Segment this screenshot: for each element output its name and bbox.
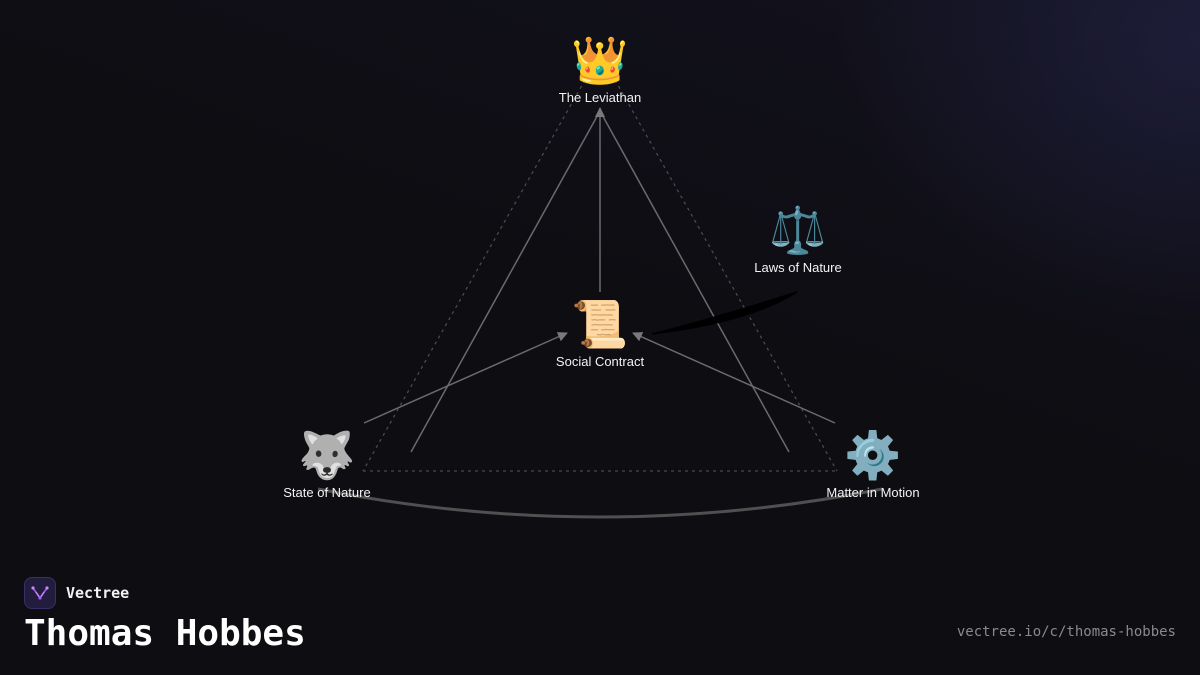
node-leviathan[interactable]: 👑 The Leviathan [500,32,700,105]
node-label: Matter in Motion [826,485,920,500]
scales-icon: ⚖️ [769,203,827,257]
page-url[interactable]: vectree.io/c/thomas-hobbes [956,624,1176,640]
gear-icon: ⚙️ [844,428,902,482]
node-matter-in-motion[interactable]: ⚙️ Matter in Motion [773,427,973,500]
brand[interactable]: Vectree [24,577,129,609]
wolf-icon: 🐺 [298,428,356,482]
edge-matter-contract [632,332,836,424]
node-label: Laws of Nature [754,260,842,275]
edge-state-contract [363,332,568,424]
node-state-of-nature[interactable]: 🐺 State of Nature [227,427,427,500]
edge-dotted-leviathan-matter [614,79,838,472]
edge-matter-leviathan [599,110,790,453]
node-label: State of Nature [283,485,371,500]
node-label: The Leviathan [558,90,642,105]
edge-state-leviathan [410,110,601,453]
edge-state-matter-curve [317,487,883,519]
scroll-icon: 📜 [571,297,629,351]
edge-dotted-leviathan-state [362,79,586,472]
brand-name: Vectree [66,584,130,602]
page-title: Thomas Hobbes [24,613,306,654]
edge-laws-contract [651,291,798,335]
crown-icon: 👑 [571,33,629,87]
node-social-contract[interactable]: 📜 Social Contract [500,296,700,369]
node-laws-of-nature[interactable]: ⚖️ Laws of Nature [698,202,898,275]
node-label: Social Contract [555,354,645,369]
vectree-logo-icon [24,577,56,609]
